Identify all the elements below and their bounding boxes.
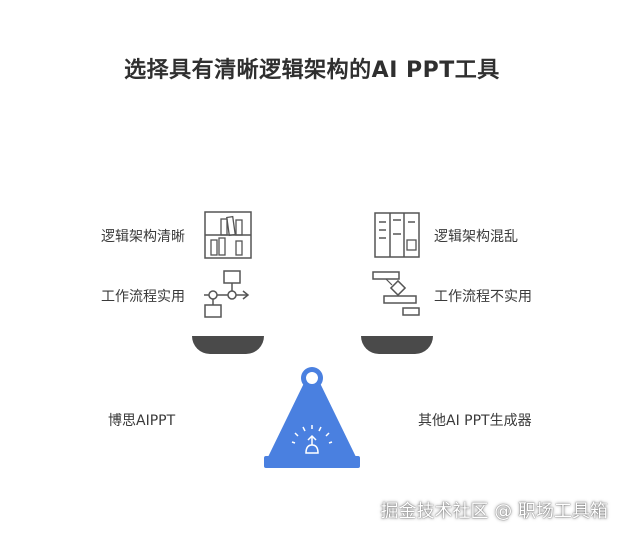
right-option-name: 其他AI PPT生成器 (418, 413, 532, 429)
right-scale-pan (361, 336, 433, 354)
messy-flow-icon (372, 271, 420, 316)
left-option-name: 博思AIPPT (108, 413, 176, 429)
bookshelf-icon (204, 211, 252, 259)
right-feature-logic: 逻辑架构混乱 (434, 229, 518, 245)
cabinet-icon (374, 212, 420, 258)
right-feature-workflow: 工作流程不实用 (434, 289, 532, 305)
page-title: 选择具有清晰逻辑架构的AI PPT工具 (124, 58, 500, 83)
left-feature-workflow: 工作流程实用 (101, 289, 185, 305)
balance-icon (264, 367, 360, 468)
watermark: 掘金技术社区 @ 职场工具箱 (380, 501, 608, 522)
left-scale-pan (192, 336, 264, 354)
workflow-icon (204, 270, 250, 318)
left-feature-logic: 逻辑架构清晰 (101, 229, 185, 245)
